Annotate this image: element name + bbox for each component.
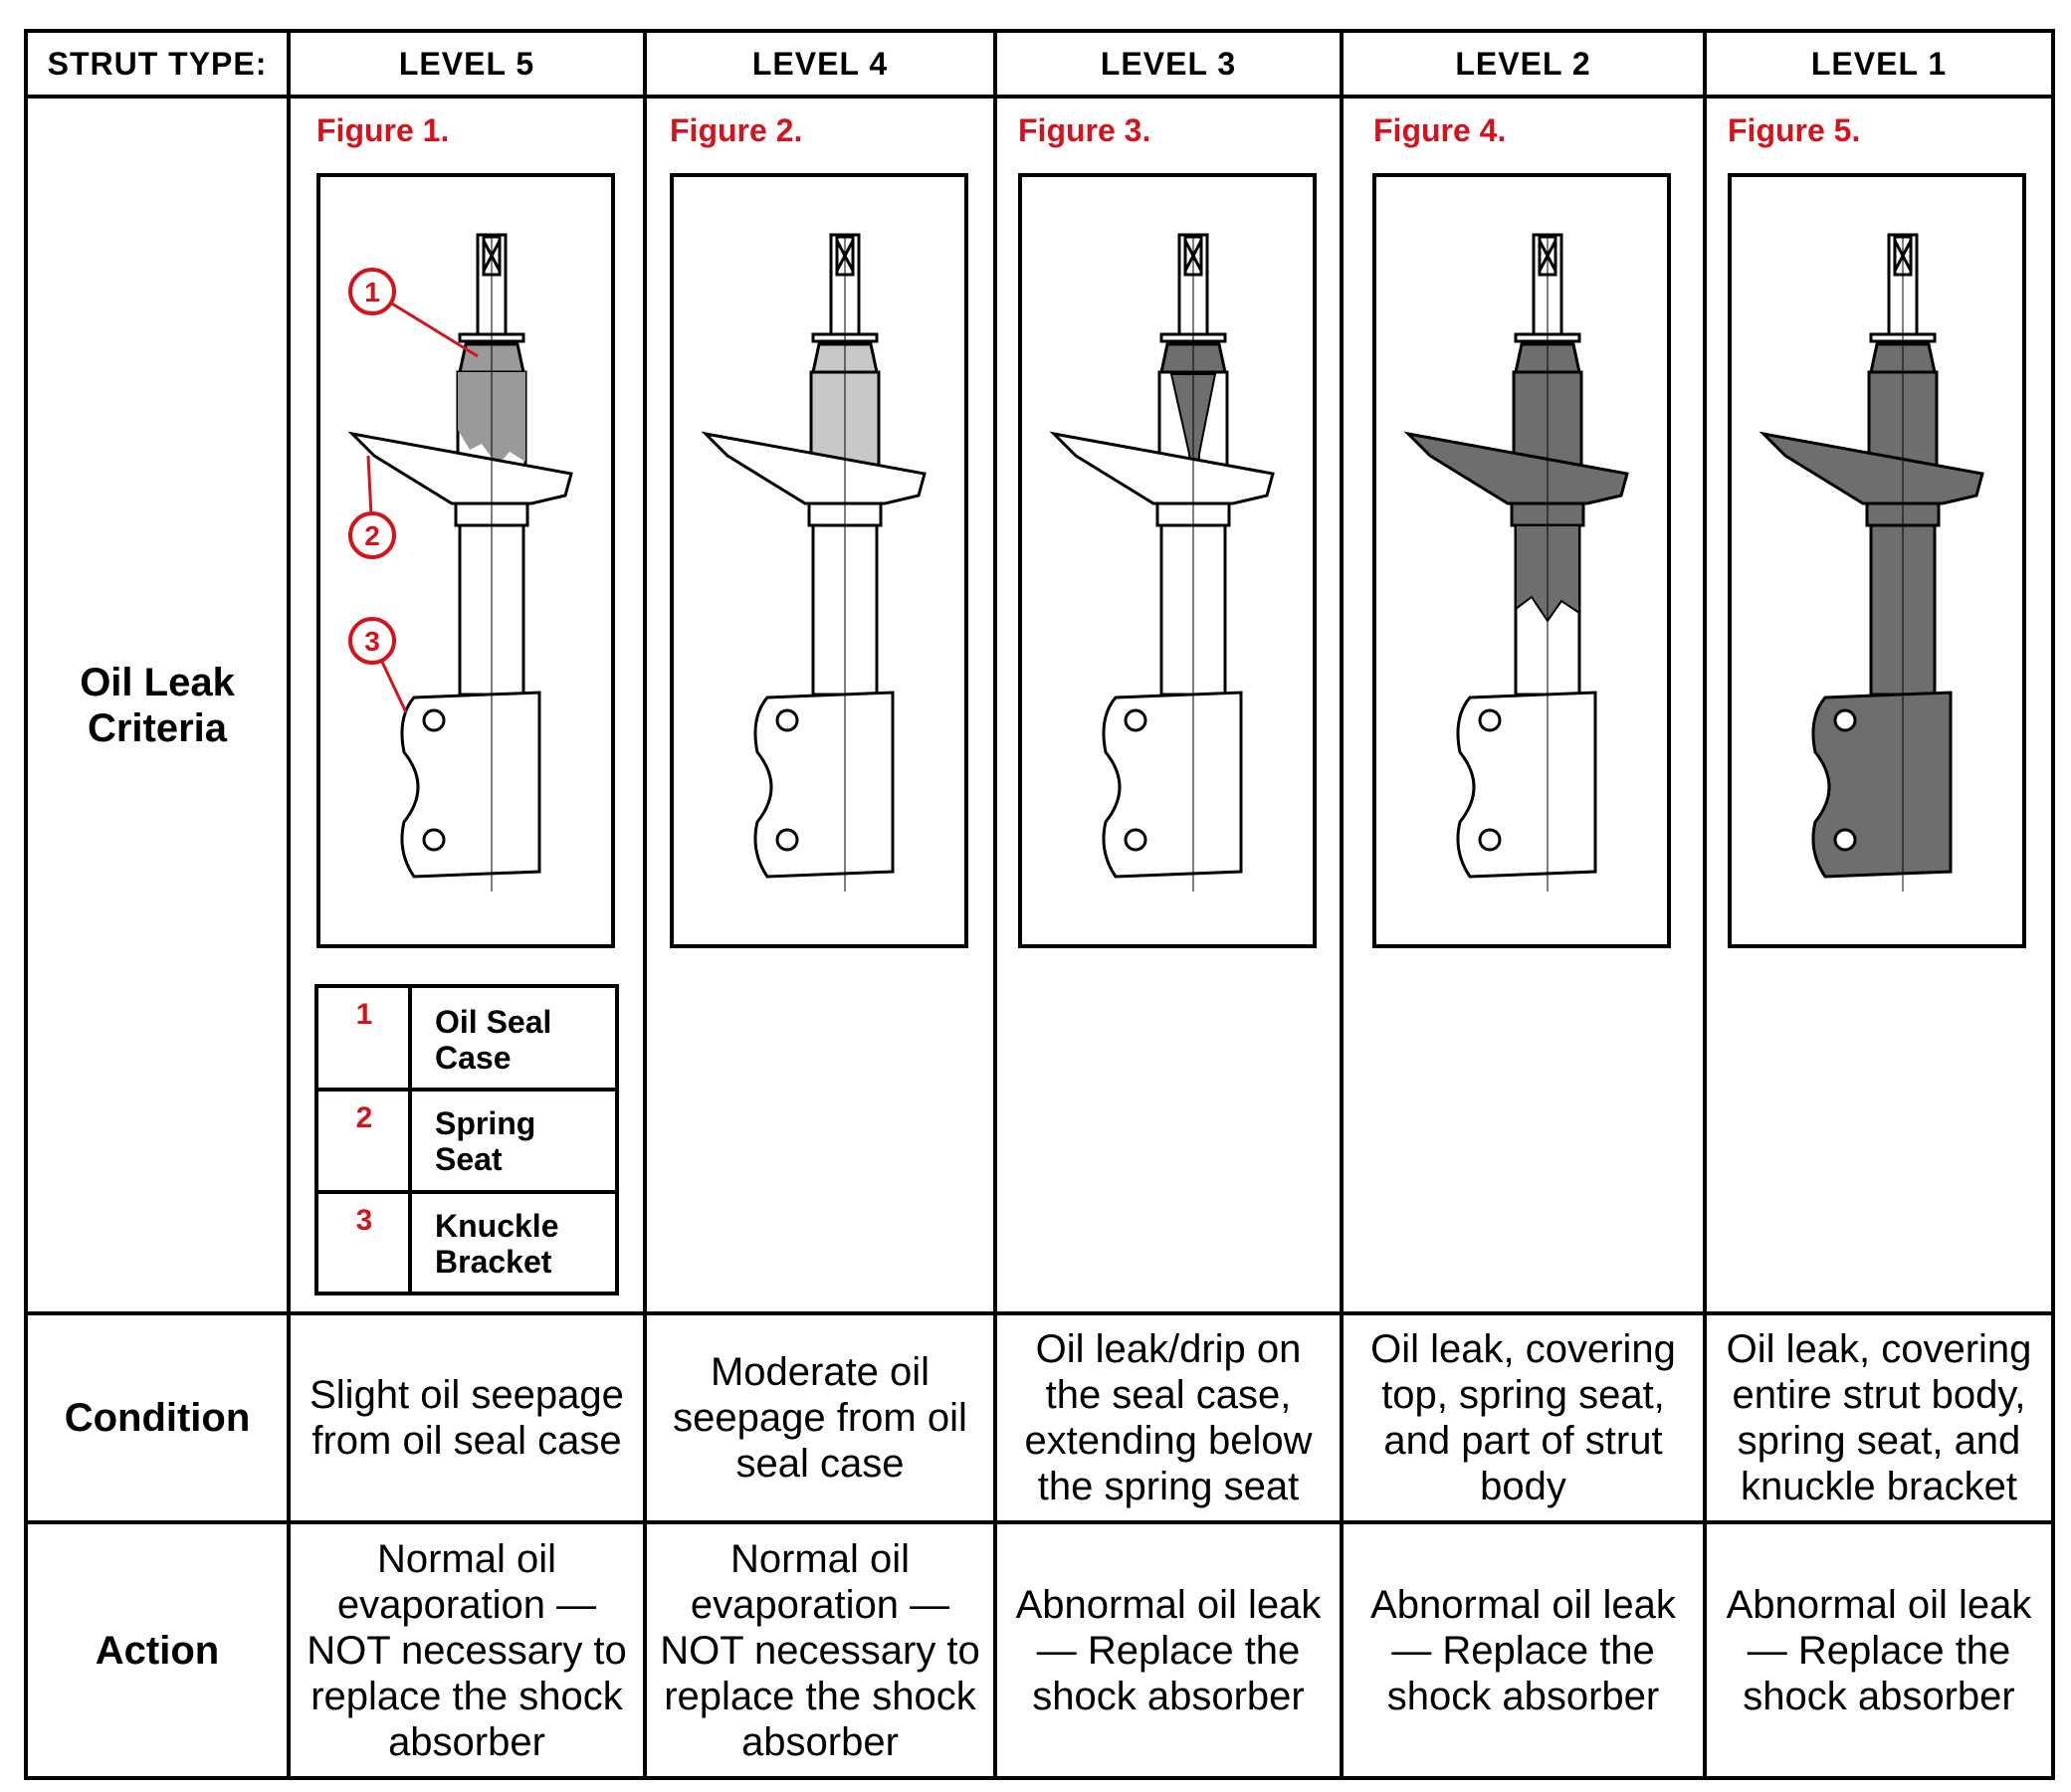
legend-spring-seat: Spring Seat xyxy=(435,1099,614,1183)
strut-figure-1: 1 2 3 xyxy=(316,173,615,948)
condition-level-1: Oil leak, covering entire strut body, sp… xyxy=(1726,1327,2032,1508)
row-header-action: Action xyxy=(95,1628,220,1673)
action-level-3: Abnormal oil leak — Replace the shock ab… xyxy=(1015,1582,1322,1718)
spring-seat xyxy=(1049,431,1275,505)
legend-3-line2: Bracket xyxy=(435,1244,552,1280)
action-level-1: Abnormal oil leak — Replace the shock ab… xyxy=(1726,1582,2032,1718)
callout-circle-1 xyxy=(348,268,396,315)
bracket-hole-upper xyxy=(1124,708,1147,732)
strut-figure-4 xyxy=(1372,173,1671,948)
header-level-2: LEVEL 2 xyxy=(1455,45,1591,82)
strut-figure-2 xyxy=(670,173,968,948)
spring-seat xyxy=(701,431,927,505)
action-level-2: Abnormal oil leak — Replace the shock ab… xyxy=(1370,1582,1676,1718)
row-header-condition: Condition xyxy=(64,1396,251,1440)
table-border xyxy=(24,29,2055,1780)
bracket-hole-upper xyxy=(1833,708,1857,732)
condition-level-5: Slight oil seepage from oil seal case xyxy=(310,1373,624,1463)
bracket-hole-lower xyxy=(422,828,446,852)
header-level-3: LEVEL 3 xyxy=(1100,45,1237,82)
legend-num-2: 2 xyxy=(355,1101,373,1134)
callout-number-3: 3 xyxy=(364,626,380,657)
figure-5-label: Figure 5. xyxy=(1728,112,1861,148)
callout-circle-2 xyxy=(348,511,396,559)
header-level-4: LEVEL 4 xyxy=(751,45,889,82)
bracket-hole-upper xyxy=(775,708,799,732)
legend-2-line1: Spring xyxy=(435,1105,536,1141)
callout-number-1: 1 xyxy=(364,277,380,307)
action-level-5: Normal oil evaporation — NOT necessary t… xyxy=(307,1536,627,1764)
legend-2-line2: Seat xyxy=(435,1141,503,1177)
spring-seat xyxy=(1759,431,1984,505)
bracket-hole-lower xyxy=(1124,828,1147,852)
header-level-5: LEVEL 5 xyxy=(398,45,535,82)
row-header-oil-leak-criteria: Oil Leak Criteria xyxy=(28,99,287,1311)
legend-knuckle-bracket: Knuckle Bracket xyxy=(435,1202,614,1286)
figure-3-label: Figure 3. xyxy=(1018,112,1151,148)
bracket-hole-upper xyxy=(422,708,446,732)
bracket-hole-lower xyxy=(775,828,799,852)
figure-4-label: Figure 4. xyxy=(1373,112,1507,148)
callout-circle-3 xyxy=(348,617,396,665)
bracket-hole-lower xyxy=(1833,828,1857,852)
header-level-1: LEVEL 1 xyxy=(1810,45,1948,82)
strut-figure-5 xyxy=(1728,173,2026,948)
figure-1-label: Figure 1. xyxy=(316,112,450,148)
legend-num-3: 3 xyxy=(355,1204,373,1237)
legend-num-1: 1 xyxy=(355,998,373,1031)
action-level-4: Normal oil evaporation — NOT necessary t… xyxy=(660,1536,980,1764)
legend-1-line1: Oil Seal xyxy=(435,1004,552,1040)
callout-number-2: 2 xyxy=(364,520,380,551)
strut-figure-3 xyxy=(1018,173,1317,948)
spring-seat xyxy=(1403,431,1629,505)
bracket-hole-upper xyxy=(1478,708,1502,732)
legend-1-line2: Case xyxy=(435,1040,512,1076)
legend-box xyxy=(314,984,619,1295)
figure-2-label: Figure 2. xyxy=(670,112,803,148)
header-strut-type: STRUT TYPE: xyxy=(47,45,268,82)
condition-level-3: Oil leak/drip on the seal case, extendin… xyxy=(1024,1327,1313,1508)
criteria-label-line1: Oil Leak xyxy=(80,660,235,704)
condition-level-4: Moderate oil seepage from oil seal case xyxy=(673,1350,967,1486)
condition-level-2: Oil leak, covering top, spring seat, and… xyxy=(1370,1327,1676,1508)
spring-seat xyxy=(347,431,573,505)
criteria-label-line2: Criteria xyxy=(87,705,228,750)
bracket-hole-lower xyxy=(1478,828,1502,852)
legend-3-line1: Knuckle xyxy=(435,1208,559,1244)
legend-oil-seal-case: Oil Seal Case xyxy=(435,998,614,1082)
